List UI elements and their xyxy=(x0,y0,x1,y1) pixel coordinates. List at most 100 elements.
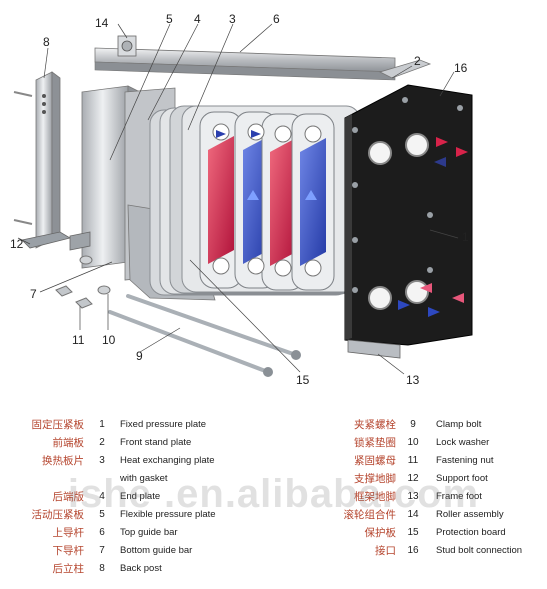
fixed-pressure-plate xyxy=(344,84,473,346)
legend-row: 活动压紧板 5 Flexible pressure plate xyxy=(0,506,280,524)
legend-en: Lock washer xyxy=(436,437,490,448)
callout-6: 6 xyxy=(273,12,280,26)
legend-zh: 夹紧螺栓 xyxy=(354,419,396,431)
heat-exchanging-plates xyxy=(149,105,361,296)
legend-row: 前端板 2 Front stand plate xyxy=(0,434,280,452)
legend-zh: 接口 xyxy=(375,545,396,557)
frame-foot xyxy=(347,339,401,359)
legend-num: 10 xyxy=(407,437,419,448)
legend-num: 12 xyxy=(407,473,419,484)
legend-row: 后端版 4 End plate xyxy=(0,488,280,506)
legend-row: 固定压紧板 1 Fixed pressure plate xyxy=(0,416,280,434)
legend-num: 14 xyxy=(407,509,419,520)
legend-zh: 固定压紧板 xyxy=(31,419,85,431)
port-flow-arrows xyxy=(398,137,468,317)
legend-zh: 活动压紧板 xyxy=(31,509,85,521)
callout-5: 5 xyxy=(166,12,173,26)
callout-7: 7 xyxy=(30,287,37,301)
callout-11: 11 xyxy=(72,333,85,347)
callout-15: 15 xyxy=(296,373,310,387)
legend-zh: 换热板片 xyxy=(42,455,84,467)
callout-3: 3 xyxy=(229,12,236,26)
legend-zh: 锁紧垫圈 xyxy=(354,437,396,449)
legend-row: 锁紧垫圈 10 Lock washer xyxy=(290,434,547,452)
legend-row: 接口 16 Stud bolt connection xyxy=(290,542,547,560)
legend-zh: 前端板 xyxy=(52,437,85,449)
legend-en: Top guide bar xyxy=(120,527,178,538)
legend-num: 6 xyxy=(99,527,105,538)
legend-zh: 下导杆 xyxy=(52,545,85,557)
top-guide-bar xyxy=(94,47,396,81)
lock-washers xyxy=(79,255,111,295)
legend-zh: 支撑地脚 xyxy=(354,473,396,485)
heat-exchanger-exploded-diagram: 14 5 4 3 6 8 2 16 1 12 7 11 10 9 15 13 xyxy=(10,12,473,387)
legend-row: 换热板片 3 Heat exchanging plate xyxy=(0,452,280,470)
legend-num: 13 xyxy=(407,491,419,502)
legend-zh: 框架地脚 xyxy=(354,491,396,503)
legend-en: with gasket xyxy=(120,473,168,484)
legend-row: 滚轮组合件 14 Roller assembly xyxy=(290,506,547,524)
callout-16: 16 xyxy=(454,61,468,75)
legend-zh: 上导杆 xyxy=(52,527,85,539)
callout-1: 1 xyxy=(462,230,469,244)
legend-row: 支撑地脚 12 Support foot xyxy=(290,470,547,488)
callout-12: 12 xyxy=(10,237,24,251)
legend-en: Clamp bolt xyxy=(436,419,482,430)
callout-10: 10 xyxy=(102,333,116,347)
callout-2: 2 xyxy=(414,54,421,68)
plate-faces xyxy=(199,111,335,291)
callout-numbers: 14 5 4 3 6 8 2 16 1 12 7 11 10 9 15 13 xyxy=(10,12,469,387)
legend-num: 5 xyxy=(99,509,105,520)
legend-en: Back post xyxy=(120,563,162,574)
legend-row: 下导杆 7 Bottom guide bar xyxy=(0,542,280,560)
clamp-bolts xyxy=(108,294,301,377)
legend-num: 3 xyxy=(99,455,105,466)
legend-num: 8 xyxy=(99,563,105,574)
legend-en: Protection board xyxy=(436,527,506,538)
legend-zh: 滚轮组合件 xyxy=(343,509,397,521)
callout-14: 14 xyxy=(95,16,109,30)
fastening-nuts xyxy=(55,285,93,309)
legend-en: Fastening nut xyxy=(436,455,494,466)
back-post xyxy=(21,71,72,249)
front-stand-plate xyxy=(378,59,432,79)
callout-9: 9 xyxy=(136,349,143,363)
legend-row: 夹紧螺栓 9 Clamp bolt xyxy=(290,416,547,434)
callout-4: 4 xyxy=(194,12,201,26)
legend-en: Heat exchanging plate xyxy=(120,455,215,466)
legend-num: 4 xyxy=(99,491,105,502)
legend-row: with gasket xyxy=(0,470,280,488)
legend-zh: 后端版 xyxy=(52,491,85,503)
legend-num: 7 xyxy=(99,545,105,556)
legend-num: 2 xyxy=(99,437,105,448)
callout-8: 8 xyxy=(43,35,50,49)
legend-en: Fixed pressure plate xyxy=(120,419,207,430)
legend-num: 16 xyxy=(407,545,419,556)
legend-en: Roller assembly xyxy=(436,509,504,520)
callout-13: 13 xyxy=(406,373,420,387)
legend-num: 15 xyxy=(407,527,419,538)
legend-en: Support foot xyxy=(436,473,488,484)
legend-en: Stud bolt connection xyxy=(436,545,523,556)
support-foot xyxy=(69,231,91,251)
legend-num: 1 xyxy=(99,419,105,430)
parts-legend: 固定压紧板 1 Fixed pressure plate 前端板 2 Front… xyxy=(0,416,547,589)
legend-en: Flexible pressure plate xyxy=(120,509,216,520)
legend-zh: 后立柱 xyxy=(52,563,85,575)
legend-zh: 保护板 xyxy=(364,527,397,539)
back-post-bolts xyxy=(13,91,33,225)
legend-row: 上导杆 6 Top guide bar xyxy=(0,524,280,542)
roller-assembly xyxy=(117,35,137,57)
legend-row: 保护板 15 Protection board xyxy=(290,524,547,542)
leader-lines xyxy=(17,23,459,375)
legend-en: Frame foot xyxy=(436,491,482,502)
legend-en: Front stand plate xyxy=(120,437,192,448)
legend-en: Bottom guide bar xyxy=(120,545,193,556)
legend-num: 9 xyxy=(410,419,416,430)
legend-row: 后立柱 8 Back post xyxy=(0,560,280,578)
legend-zh: 紧固螺母 xyxy=(354,455,396,467)
legend-en: End plate xyxy=(120,491,161,502)
legend-num: 11 xyxy=(407,455,419,466)
legend-row: 框架地脚 13 Frame foot xyxy=(290,488,547,506)
legend-row: 紧固螺母 11 Fastening nut xyxy=(290,452,547,470)
